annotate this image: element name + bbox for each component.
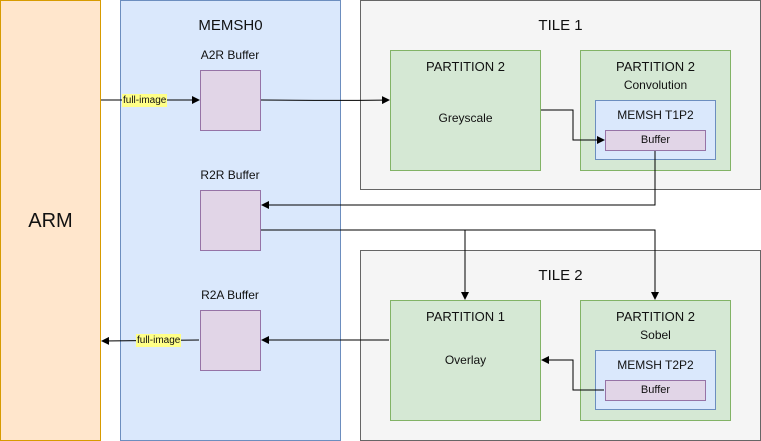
tile1-partition-greyscale: PARTITION 2 Greyscale bbox=[390, 50, 541, 171]
tile1-buffer-label: Buffer bbox=[640, 134, 671, 146]
overlay-label: Overlay bbox=[444, 353, 487, 367]
arrow-r2r-to-sobel bbox=[465, 229, 659, 300]
tile2-title: TILE 2 bbox=[538, 267, 583, 284]
arm-label: ARM bbox=[28, 210, 73, 232]
r2a-buffer-label: R2A Buffer bbox=[201, 288, 259, 302]
tile2-buffer-label: Buffer bbox=[640, 384, 671, 396]
a2r-buffer-label: A2R Buffer bbox=[200, 48, 260, 62]
tile1-partition-convolution-title: PARTITION 2 bbox=[616, 59, 695, 74]
arrow-greyscale-to-t1buffer bbox=[541, 109, 605, 144]
sobel-label: Sobel bbox=[640, 328, 671, 342]
a2r-buffer bbox=[200, 70, 261, 131]
r2a-buffer bbox=[200, 310, 261, 371]
tile2-partition-overlay: PARTITION 1 Overlay bbox=[390, 300, 541, 421]
memsh-t1p2-title: MEMSH T1P2 bbox=[617, 108, 694, 122]
tile2-partition-overlay-title: PARTITION 1 bbox=[426, 309, 505, 324]
arrow-t1buffer-to-r2r bbox=[261, 151, 656, 209]
edge-label-output: full-image bbox=[136, 334, 182, 347]
greyscale-label: Greyscale bbox=[438, 111, 493, 125]
edge-label-input: full-image bbox=[122, 94, 168, 107]
tile1-buffer: Buffer bbox=[605, 130, 706, 151]
r2r-buffer-label: R2R Buffer bbox=[200, 168, 260, 182]
convolution-label: Convolution bbox=[623, 78, 688, 92]
memsh0-title: MEMSH0 bbox=[198, 17, 263, 34]
arm-block: ARM bbox=[0, 0, 101, 441]
r2r-buffer bbox=[200, 190, 261, 251]
arrow-r2r-to-overlay bbox=[261, 229, 469, 300]
memsh-t2p2-title: MEMSH T2P2 bbox=[617, 358, 694, 372]
tile1-title: TILE 1 bbox=[538, 17, 583, 34]
tile2-partition-sobel-title: PARTITION 2 bbox=[616, 309, 695, 324]
arrow-t2buffer-to-overlay bbox=[541, 356, 604, 391]
tile2-buffer: Buffer bbox=[605, 380, 706, 401]
tile1-partition-greyscale-title: PARTITION 2 bbox=[426, 59, 505, 74]
